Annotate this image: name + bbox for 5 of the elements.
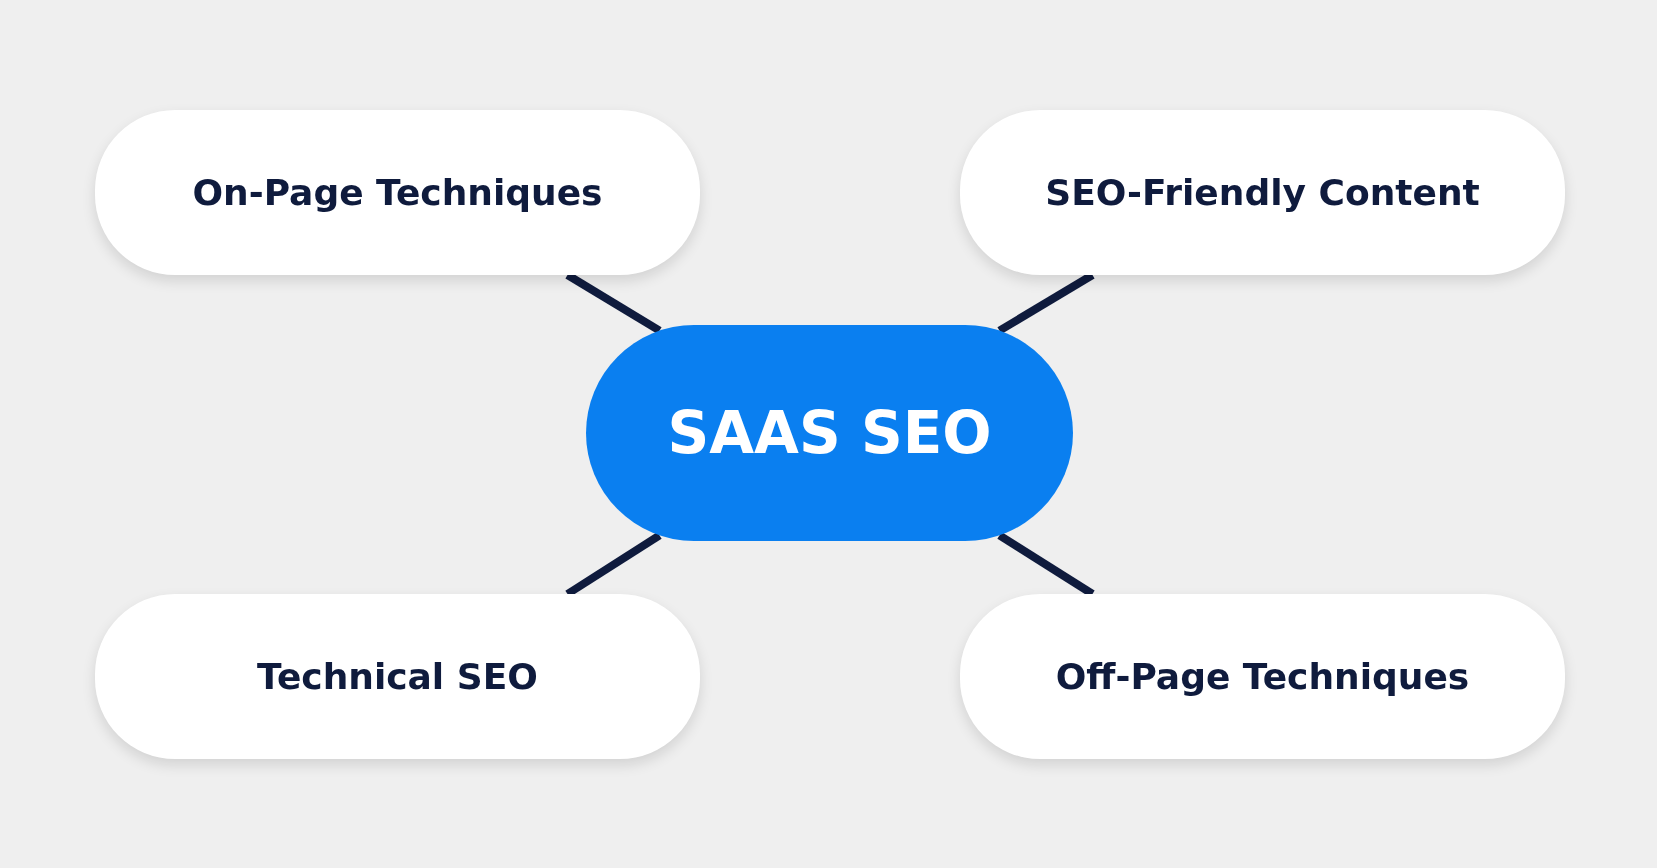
node-label: SAAS SEO [667, 397, 992, 469]
node-label: Technical SEO [257, 655, 538, 699]
node-label: SEO-Friendly Content [1045, 171, 1480, 215]
node-label: On-Page Techniques [192, 171, 603, 215]
node-label: Off-Page Techniques [1055, 655, 1470, 699]
